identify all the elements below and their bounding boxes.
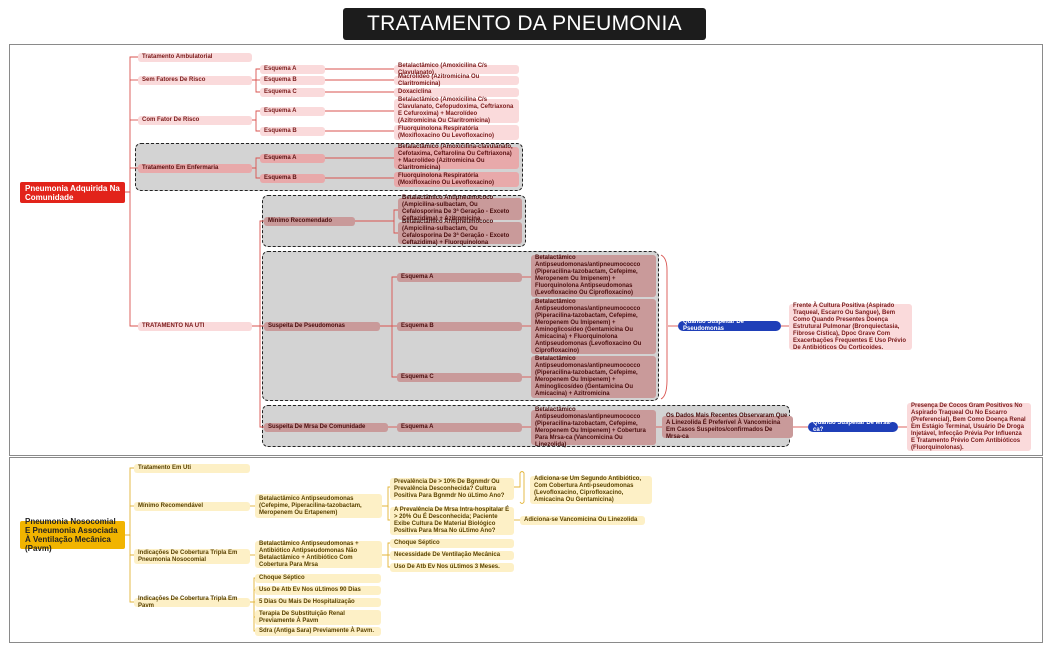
ambulatorial-node: Tratamento Ambulatorial bbox=[138, 53, 252, 62]
ps-a-text: Betalactâmico Antipseudomonas/antipneumo… bbox=[531, 255, 656, 297]
pnh-min-node: Mínimo Recomendável bbox=[134, 502, 250, 511]
sem-b-node: Esquema B bbox=[260, 76, 325, 85]
ps-when-node: Quando Suspeitar De Pseudomonas bbox=[678, 319, 781, 332]
sem-a-text: Betalactâmico (Amoxicilina C/s Clavulana… bbox=[394, 63, 519, 76]
minimo-opt-1: Betalactâmico Antipneumococo (Ampicilina… bbox=[398, 195, 522, 222]
pnh-q1-text: Adiciona-se Um Segundo Antibiótico, Com … bbox=[530, 476, 652, 504]
pnh-min-text: Betalactâmico Antipseudomonas (Cefepime,… bbox=[255, 494, 382, 518]
com-a-text: Betalactâmico (Amoxicilina C/s Clavulana… bbox=[394, 97, 519, 124]
pnh-trip2-item-3: 5 Dias Ou Mais De Hospitalização bbox=[255, 598, 381, 607]
com-fator-node: Com Fator De Risco bbox=[138, 116, 252, 125]
mrsa-note: Os Dados Mais Recentes Observaram Que A … bbox=[662, 413, 793, 440]
pnh-trip1-item-2: Necessidade De Ventilação Mecânica bbox=[390, 551, 514, 560]
enf-node: Tratamento Em Enfermaria bbox=[138, 164, 252, 173]
pnh-trip2-item-1: Choque Séptico bbox=[255, 574, 381, 583]
pnh-q1: Prevalência De > 10% De Bgnmdr Ou Preval… bbox=[390, 478, 514, 500]
mrsa-when-node: Quando Suspeitar De Mrsa-ca? bbox=[808, 420, 898, 433]
ps-when-text: Frente À Cultura Positiva (Aspirado Traq… bbox=[789, 303, 912, 351]
sem-fatores-node: Sem Fatores De Risco bbox=[138, 76, 252, 85]
pnh-trip2-item-2: Uso De Atb Ev Nos úLtimos 90 Dias bbox=[255, 586, 381, 595]
pnh-q2: A Prevalência De Mrsa Intra-hospitalar É… bbox=[390, 507, 514, 535]
pnh-trip2-node: Indicações De Cobertura Tripla Em Pavm bbox=[134, 596, 250, 609]
sem-c-node: Esquema C bbox=[260, 88, 325, 97]
mrsa-when-text: Presença De Cocos Gram Positivos No Aspi… bbox=[907, 403, 1031, 451]
pnh-q2-text: Adiciona-se Vancomicina Ou Linezolida bbox=[520, 516, 645, 525]
com-b-text: Fluorquinolona Respiratória (Moxifloxaci… bbox=[394, 125, 519, 140]
mrsa-a-text: Betalactâmico Antipseudomonas/antipneumo… bbox=[531, 407, 656, 448]
enf-a-node: Esquema A bbox=[260, 154, 325, 163]
mrsa-a-node: Esquema A bbox=[397, 423, 522, 432]
pnh-trip1-node: Indicações De Cobertura Tripla Em Pneumo… bbox=[134, 549, 250, 564]
ps-a-node: Esquema A bbox=[397, 273, 522, 282]
minimo-node: Mínimo Recomendado bbox=[264, 217, 355, 226]
sem-b-text: Macrolídeo (Azitromicina Ou Claritromici… bbox=[394, 74, 519, 87]
mrsa-node: Suspeita De Mrsa De Comunidade bbox=[264, 423, 388, 432]
ps-c-text: Betalactâmico Antipseudomonas/antipneumo… bbox=[531, 356, 656, 398]
pnh-trip2-item-5: Sdra (Antiga Sara) Previamente À Pavm. bbox=[255, 627, 381, 636]
enf-b-node: Esquema B bbox=[260, 174, 325, 183]
pnh-trip1-text: Betalactâmico Antipseudomonas + Antibiót… bbox=[255, 541, 382, 568]
ps-c-node: Esquema C bbox=[397, 373, 522, 382]
pac-root: Pneumonia Adquirida Na Comunidade bbox=[20, 182, 125, 203]
uti-node: TRATAMENTO NA UTI bbox=[138, 322, 252, 331]
ps-b-node: Esquema B bbox=[397, 322, 522, 331]
pseudomonas-node: Suspeita De Pseudomonas bbox=[264, 322, 380, 331]
sem-c-text: Doxaciclina bbox=[394, 88, 519, 97]
ps-b-text: Betalactâmico Antipseudomonas/antipneumo… bbox=[531, 299, 656, 354]
enf-a-text: Betalactâmico (Amoxicilina-clavulanato, … bbox=[394, 144, 519, 171]
pnh-root: Pneumonia Nosocomial E Pneumonia Associa… bbox=[20, 517, 125, 553]
com-a-node: Esquema A bbox=[260, 107, 325, 116]
pnh-trip2-item-4: Terapia De Substituição Renal Previament… bbox=[255, 610, 381, 625]
com-b-node: Esquema B bbox=[260, 127, 325, 136]
pnh-trip1-item-3: Uso De Atb Ev Nos úLtimos 3 Meses. bbox=[390, 563, 514, 572]
pnh-uti-node: Tratamento Em Uti bbox=[134, 464, 250, 473]
sem-a-node: Esquema A bbox=[260, 65, 325, 74]
minimo-opt-2: Betalactâmico Antipneumococo (Ampicilina… bbox=[398, 219, 522, 246]
pnh-trip1-item-1: Choque Séptico bbox=[390, 539, 514, 548]
enf-b-text: Fluorquinolona Respiratória (Moxifloxaci… bbox=[394, 172, 519, 187]
page-title: TRATAMENTO DA PNEUMONIA bbox=[343, 8, 706, 40]
